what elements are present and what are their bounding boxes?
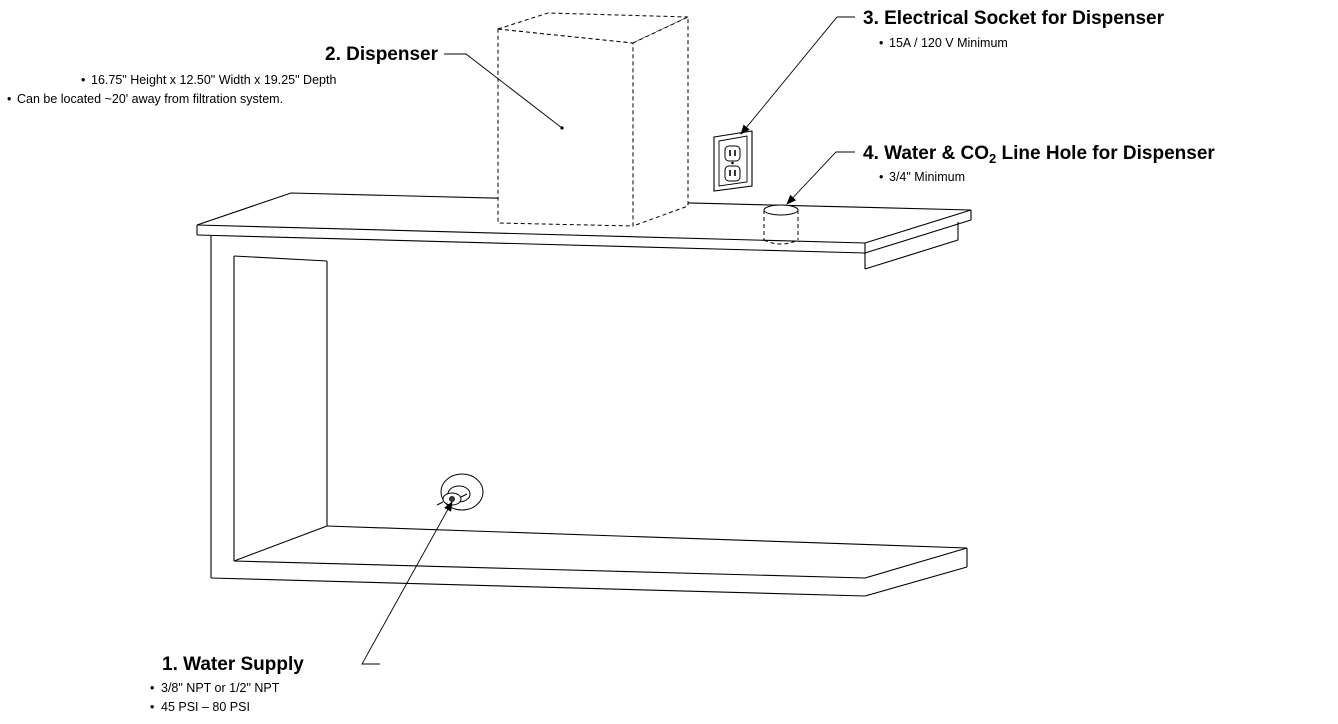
- callout-title: 1. Water Supply: [162, 654, 304, 675]
- cabinet-frame: [210, 236, 968, 597]
- socket-leader: [740, 16, 855, 135]
- dispenser-leader: [444, 53, 563, 129]
- bullet-symbol: •: [150, 700, 154, 714]
- line-hole-icon: [763, 204, 799, 245]
- title-prefix: 4. Water & CO: [863, 143, 989, 164]
- bullet-symbol: •: [81, 73, 85, 87]
- bullet-symbol: •: [879, 170, 883, 184]
- leader-lines: [361, 16, 855, 665]
- callout-title: 2. Dispenser: [325, 44, 439, 65]
- callout-bullet: 16.75" Height x 12.50" Width x 19.25" De…: [91, 73, 336, 87]
- callout-bullet: 3/8" NPT or 1/2" NPT: [161, 681, 280, 695]
- callout-electrical-socket: 3. Electrical Socket for Dispenser • 15A…: [863, 8, 1165, 50]
- water-valve-icon: [436, 473, 484, 511]
- callout-line-hole: 4. Water & CO2 Line Hole for Dispenser •…: [863, 143, 1215, 184]
- callout-title: 3. Electrical Socket for Dispenser: [863, 8, 1165, 29]
- dispenser-outline: [497, 12, 689, 227]
- callout-water-supply: 1. Water Supply • 3/8" NPT or 1/2" NPT •…: [150, 654, 304, 714]
- title-suffix: Line Hole for Dispenser: [996, 143, 1215, 164]
- title-subscript: 2: [989, 151, 996, 166]
- callout-title: 4. Water & CO2 Line Hole for Dispenser: [863, 143, 1215, 166]
- bullet-symbol: •: [7, 92, 11, 106]
- bullet-symbol: •: [150, 681, 154, 695]
- line-hole-leader: [786, 151, 855, 205]
- water-supply-leader: [361, 501, 453, 665]
- callout-bullet: Can be located ~20' away from filtration…: [17, 92, 283, 106]
- electrical-socket-icon: [713, 130, 753, 192]
- bullet-symbol: •: [879, 36, 883, 50]
- counter: [196, 192, 972, 597]
- callout-bullet: 3/4" Minimum: [889, 170, 965, 184]
- callout-bullet: 15A / 120 V Minimum: [889, 36, 1008, 50]
- callout-dispenser: 2. Dispenser • 16.75" Height x 12.50" Wi…: [7, 44, 439, 106]
- callout-bullet: 45 PSI – 80 PSI: [161, 700, 250, 714]
